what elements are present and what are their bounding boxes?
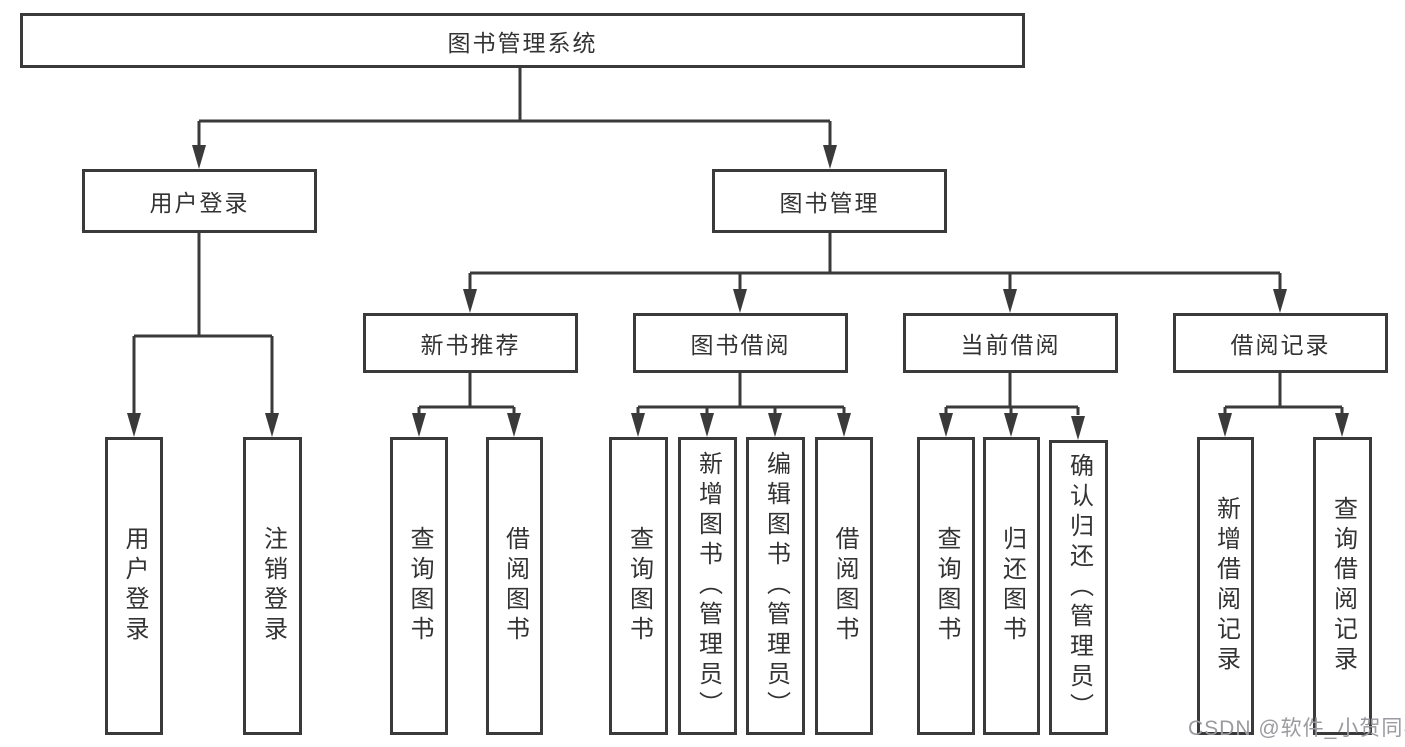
leaf-query-books-current: 查询图书 xyxy=(917,437,975,735)
leaf-label: 借阅图书 xyxy=(831,526,858,646)
leaf-label: 查询图书 xyxy=(406,526,433,646)
node-new-book-recommend: 新书推荐 xyxy=(363,313,578,373)
leaf-confirm-return-admin: 确认归还（管理员） xyxy=(1049,440,1108,735)
leaf-borrow-books: 借阅图书 xyxy=(815,437,873,735)
leaf-edit-book-admin: 编辑图书（管理员） xyxy=(746,437,805,735)
arrowheads xyxy=(127,145,1349,440)
node-book-borrow: 图书借阅 xyxy=(633,313,848,373)
leaf-label: 确认归还（管理员） xyxy=(1065,452,1093,723)
leaf-query-borrow-record: 查询借阅记录 xyxy=(1313,437,1372,735)
leaf-query-books-recommend: 查询图书 xyxy=(390,437,448,735)
node-book-management: 图书管理 xyxy=(712,169,947,233)
leaf-label: 借阅图书 xyxy=(501,526,529,646)
node-root-system: 图书管理系统 xyxy=(20,13,1025,68)
leaf-label: 新增借阅记录 xyxy=(1212,496,1240,676)
leaf-label: 新增图书（管理员） xyxy=(694,451,722,721)
leaf-add-borrow-record: 新增借阅记录 xyxy=(1197,437,1254,735)
leaf-label: 用户登录 xyxy=(121,526,148,646)
leaf-label: 查询借阅记录 xyxy=(1329,496,1357,676)
leaf-user-login: 用户登录 xyxy=(105,437,163,735)
leaf-label: 编辑图书（管理员） xyxy=(762,451,790,721)
watermark: CSDN @软件_小贺同学 xyxy=(1188,717,1405,740)
leaf-label: 查询图书 xyxy=(933,526,960,646)
leaf-label: 归还图书 xyxy=(998,526,1026,646)
leaf-logout: 注销登录 xyxy=(243,437,302,735)
leaf-query-books-borrow: 查询图书 xyxy=(609,437,668,735)
leaf-label: 查询图书 xyxy=(625,526,653,646)
leaf-label: 注销登录 xyxy=(259,526,287,646)
leaf-borrow-books-recommend: 借阅图书 xyxy=(486,437,543,735)
leaf-add-book-admin: 新增图书（管理员） xyxy=(678,437,737,735)
node-current-borrow: 当前借阅 xyxy=(903,313,1118,373)
node-borrow-records: 借阅记录 xyxy=(1173,313,1388,373)
node-user-login: 用户登录 xyxy=(82,169,317,233)
leaf-return-book: 归还图书 xyxy=(983,437,1040,735)
